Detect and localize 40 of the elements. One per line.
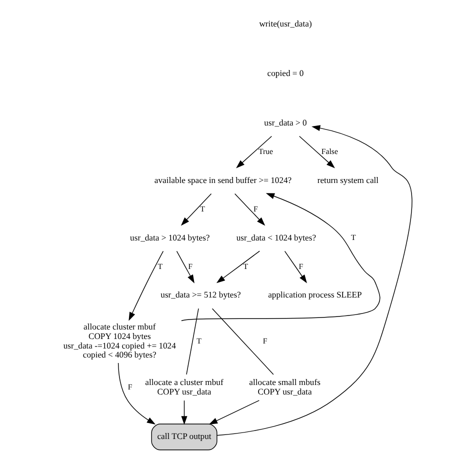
edge-label: F: [128, 382, 132, 392]
connector: [186, 308, 199, 375]
arrow: [180, 193, 212, 226]
node-box: call TCP output: [151, 424, 218, 450]
arrow: [216, 125, 412, 436]
connector: [212, 308, 274, 375]
arrow: [234, 193, 266, 226]
edge-label: True: [258, 146, 274, 156]
edge-label: T: [243, 262, 248, 271]
node-text: application process SLEEP: [268, 290, 362, 300]
node-text: usr_data < 1024 bytes?: [236, 232, 316, 242]
edge-label: T: [350, 233, 356, 242]
arrow: [181, 400, 188, 425]
arrow: [284, 250, 307, 284]
node-text: usr_data >= 512 bytes?: [160, 290, 241, 300]
arrow: [208, 400, 260, 424]
edge-label: T: [158, 262, 163, 271]
edge-label: F: [262, 336, 268, 346]
edge-label: F: [298, 262, 304, 271]
edge-label: T: [196, 336, 202, 346]
arrow: [118, 362, 156, 424]
edge-label: F: [254, 204, 258, 214]
arrow: [128, 250, 164, 321]
arrow: [299, 136, 335, 168]
node-text: usr_data > 0: [264, 117, 307, 128]
edge-label: F: [188, 262, 193, 271]
node-text: usr_data > 1024 bytes?: [130, 232, 210, 242]
node-text: allocate a cluster mbuf COPY usr_data: [145, 376, 224, 396]
node-text: allocate cluster mbuf COPY 1024 bytes usr_data -=1024 copied += 1024 copied < 4096 bytes?: [63, 322, 176, 360]
node-text: allocate small mbufs COPY usr_data: [249, 376, 320, 396]
label: copied = 0: [267, 68, 304, 78]
arrow: [181, 193, 380, 322]
node-text: available space in send buffer >= 1024?: [154, 174, 292, 185]
arrow: [216, 250, 260, 284]
edge-label: T: [200, 204, 205, 214]
node-text: return system call: [317, 174, 379, 185]
label: write(usr_data): [259, 18, 312, 28]
arrow: [176, 250, 194, 284]
edge-label: False: [321, 146, 338, 156]
arrow: [236, 136, 272, 168]
